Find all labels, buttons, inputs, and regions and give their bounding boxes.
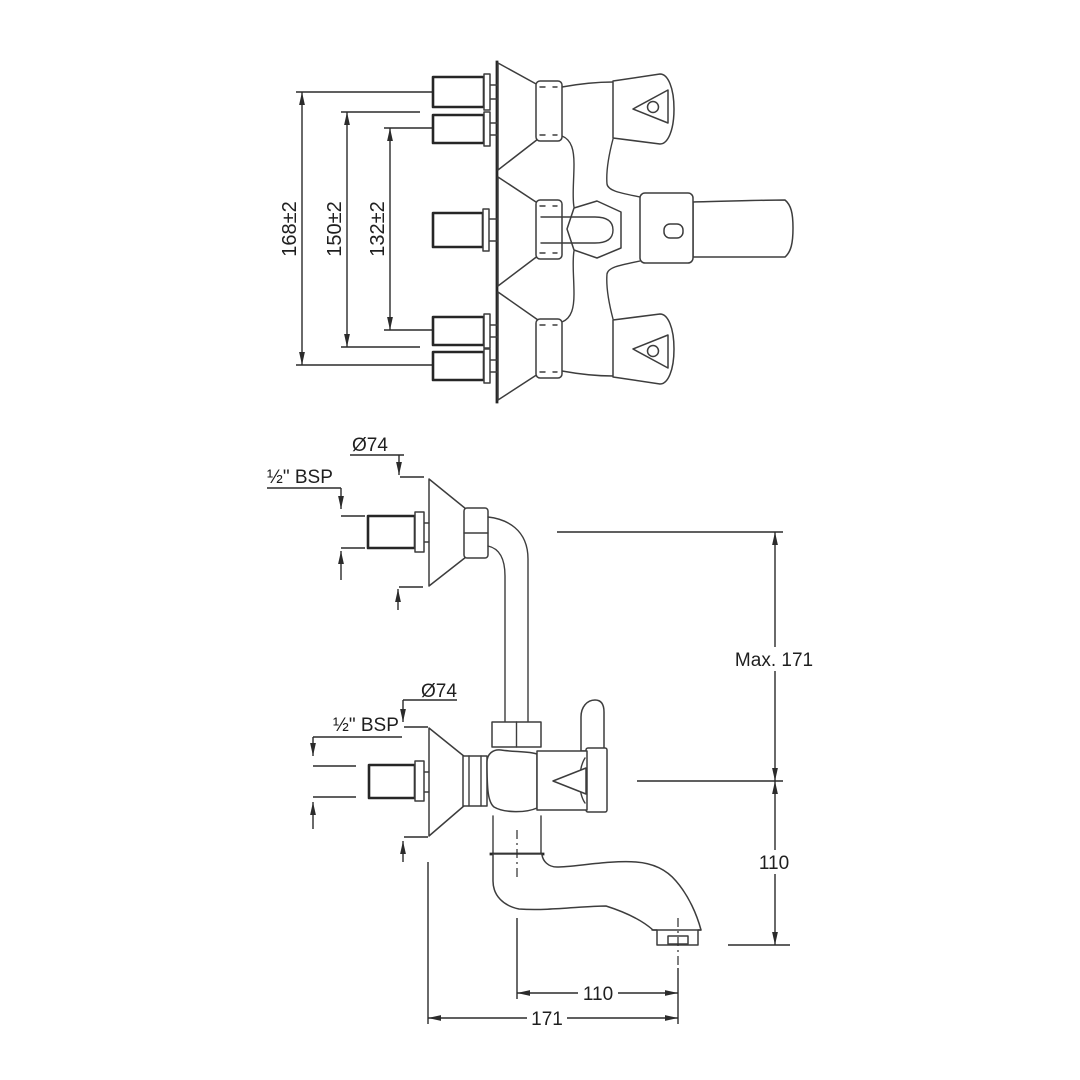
inlet-nipple-3 (431, 211, 485, 249)
lower-escutcheon-cone (428, 727, 466, 837)
side-view-extension-lines (427, 531, 790, 1024)
wall-nut-top (535, 80, 563, 142)
label-bg (732, 647, 816, 671)
handle-bottom-dot (646, 344, 660, 358)
top-view: 168±2 150±2 132±2 (279, 60, 794, 404)
label-bg (578, 982, 618, 1005)
label-spout-drop: 110 (759, 853, 789, 874)
inlet-nipple-4 (431, 315, 486, 347)
label-bg (754, 850, 794, 874)
diverter-knob-button (663, 223, 684, 239)
label-overall-reach: 171 (531, 1009, 563, 1030)
handle-top-dot (646, 100, 660, 114)
label-flange-dia-upper: Ø74 (352, 435, 388, 456)
side-view: Ø74 ½" BSP Ø74 ½" BSP Max. 171 110 110 1… (267, 435, 816, 1030)
handle-top (612, 73, 675, 145)
label-flange-dia-lower: Ø74 (421, 681, 457, 702)
escutcheon-cone-middle (497, 176, 540, 287)
wall-nut-bottom (535, 318, 563, 379)
nut-corner-ticks (539, 86, 558, 373)
inlet-nipple-2 (431, 113, 486, 145)
escutcheon-cone-bottom (497, 291, 539, 401)
label-bg (527, 1007, 567, 1030)
riser-pipe-outer (487, 516, 529, 723)
nipple-collar-3 (482, 208, 490, 252)
nipple-collar-5 (483, 348, 491, 384)
inlet-nipple-5 (431, 350, 486, 382)
label-thread-upper: ½" BSP (267, 467, 333, 488)
label-thread-lower: ½" BSP (333, 715, 399, 736)
riser-pipe-inner (487, 545, 506, 723)
centre-hex (566, 200, 622, 259)
upper-inlet-nipple (366, 514, 417, 550)
callout-leaders (267, 454, 457, 862)
escutcheon-cone-top (497, 62, 539, 171)
lower-body-ring (462, 755, 488, 807)
inlet-stubs (488, 84, 499, 373)
upper-inlet-assembly (366, 478, 529, 723)
top-view-dimension-lines (299, 92, 393, 365)
upper-escutcheon-cone (428, 478, 467, 587)
lower-body-assembly (367, 699, 702, 966)
label-max-height: Max. 171 (735, 650, 813, 671)
top-view-extension-lines (296, 86, 440, 371)
lower-inlet-nipple (367, 763, 417, 800)
handle-indicator-side (552, 767, 587, 795)
nipple-collar-1 (483, 73, 491, 111)
handle-bottom (612, 313, 675, 385)
spout-shank (492, 815, 542, 855)
nipple-collar-2 (483, 111, 491, 147)
dim-label-168: 168±2 (279, 201, 301, 256)
body-outline (561, 81, 641, 377)
dim-label-132: 132±2 (367, 201, 389, 256)
centre-outlet-pipe (540, 216, 614, 244)
mixer-body (486, 749, 538, 813)
inlet-nipples (431, 73, 491, 384)
dim-label-150: 150±2 (324, 201, 346, 256)
nipple-collar-4 (483, 313, 491, 349)
wall-nut-middle (535, 199, 563, 260)
handle-backplate (585, 747, 608, 813)
inlet-nipple-1 (431, 75, 486, 109)
label-spout-reach: 110 (583, 984, 613, 1005)
spout-side (492, 853, 702, 946)
upper-nipple-collar (414, 511, 425, 553)
spout-plan (692, 199, 794, 258)
lower-nipple-collar (414, 760, 425, 802)
handle-grip-side (580, 699, 605, 752)
